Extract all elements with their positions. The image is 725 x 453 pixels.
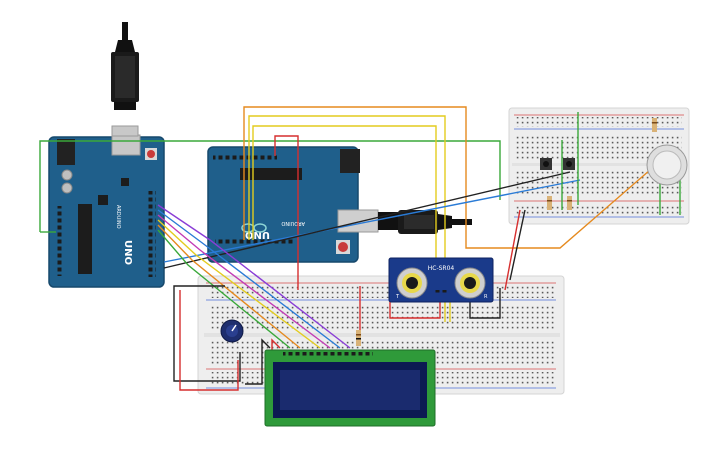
breadboard-small (508, 107, 690, 225)
resistor-icon (567, 196, 572, 210)
ultrasonic-sensor[interactable]: HC-SR04 T R (388, 257, 494, 303)
potentiometer-icon[interactable] (220, 319, 244, 343)
wires (39, 106, 681, 391)
arduino-left[interactable]: UNO ARDUINO (48, 134, 165, 288)
pushbutton-icon[interactable] (540, 158, 552, 170)
sensor-marker-t: T (395, 294, 400, 300)
sensor-marker-r: R (484, 294, 488, 300)
resistor-icon (356, 330, 361, 346)
pushbutton-icon[interactable] (563, 158, 575, 170)
arduino-right-brand: UNO (245, 229, 270, 240)
arduino-right-model: ARDUINO (281, 220, 305, 226)
resistor-icon (547, 196, 552, 210)
arduino-left-model: ARDUINO (115, 205, 121, 229)
usb-plug-icon (111, 22, 139, 137)
resistor-icon (652, 118, 657, 132)
arduino-left-brand: UNO (122, 240, 133, 265)
sensor-label: HC-SR04 (428, 265, 455, 272)
lcd-display (264, 349, 436, 427)
arduino-right[interactable]: UNO ARDUINO (207, 146, 379, 263)
gas-sensor-icon (646, 144, 688, 186)
